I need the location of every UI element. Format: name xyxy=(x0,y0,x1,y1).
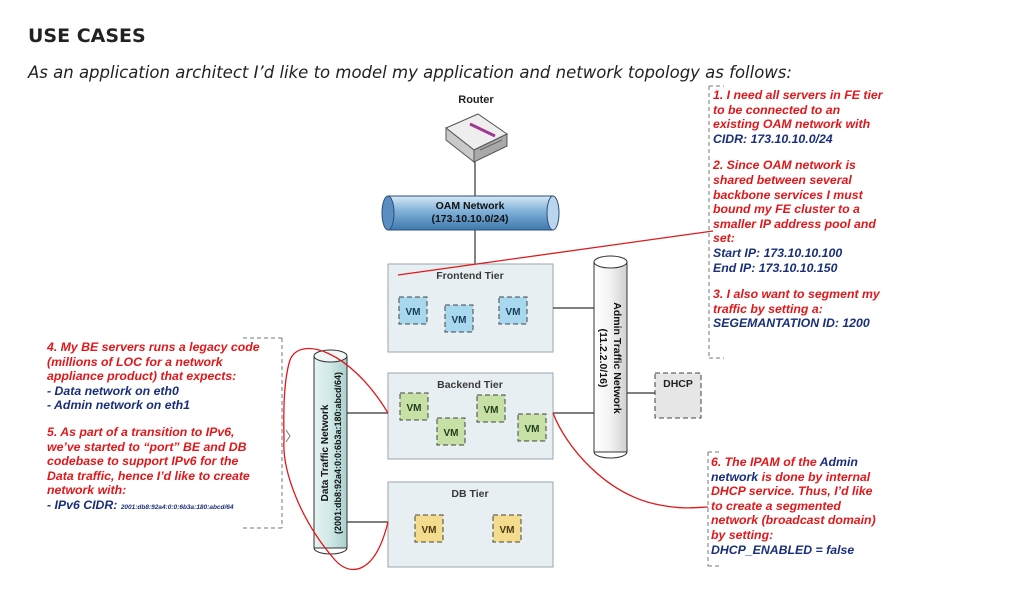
note-line: bound my FE cluster to a xyxy=(713,202,860,217)
note-line: appliance product) that expects: xyxy=(47,369,237,384)
note-line: to be connected to an xyxy=(713,102,841,117)
admin-network-pipe xyxy=(593,255,628,459)
router-label: Router xyxy=(458,94,494,106)
note-admin-requirements: 6. The IPAM of the Admin network is done… xyxy=(711,455,876,557)
note-line: - IPv6 CIDR: 2001:db8:92a4:0:0:6b3a:180:… xyxy=(47,498,260,516)
note-line: smaller IP address pool and xyxy=(713,216,876,231)
frontend-vm: VM xyxy=(444,304,474,333)
frontend-tier-label: Frontend Tier xyxy=(436,270,503,282)
note-frame-right-top xyxy=(708,85,724,359)
admin-network-cidr: (11.2.2.0/16) xyxy=(597,329,609,388)
svg-text:VM: VM xyxy=(407,403,422,414)
svg-text:VM: VM xyxy=(406,307,421,318)
router-icon xyxy=(445,113,508,164)
note-line: 2. Since OAM network is xyxy=(713,158,856,173)
oam-network-name: OAM Network xyxy=(436,200,505,212)
note-line: CIDR: 173.10.10.0/24 xyxy=(713,131,833,146)
note-line: by setting: xyxy=(711,527,774,542)
data-network-cidr: (2001:db8:92a4:0:0:6b3a:180:abcd/64) xyxy=(333,372,343,534)
dhcp-label: DHCP xyxy=(663,378,693,390)
note-line: set: xyxy=(713,231,735,246)
backend-vm: VM xyxy=(436,417,466,446)
backend-tier-label: Backend Tier xyxy=(437,379,503,391)
svg-text:VM: VM xyxy=(506,307,521,318)
note-oam-requirements: 1. I need all servers in FE tier to be c… xyxy=(713,88,883,331)
note-line: 1. I need all servers in FE tier xyxy=(713,88,883,102)
note-line: DHCP service. Thus, I’d like xyxy=(711,484,873,499)
svg-text:VM: VM xyxy=(500,525,515,536)
note-line: 5. As part of a transition to IPv6, xyxy=(47,424,235,439)
dhcp-server xyxy=(654,372,702,419)
note-frame-left xyxy=(243,337,283,529)
db-vm: VM xyxy=(492,514,522,543)
note-line: we’ve started to “port” BE and DB xyxy=(47,439,247,454)
svg-text:VM: VM xyxy=(452,315,467,326)
note-backend-requirements: 4. My BE servers runs a legacy code (mil… xyxy=(47,340,260,516)
backend-vm: VM xyxy=(399,392,429,421)
note-line: 3. I also want to segment my xyxy=(713,287,880,302)
svg-text:VM: VM xyxy=(422,525,437,536)
note-line: 6. The IPAM of the Admin xyxy=(711,455,858,469)
note-line: network is done by internal xyxy=(711,469,871,484)
note-line: codebase to support IPv6 for the xyxy=(47,454,239,469)
note-frame-right-bottom xyxy=(707,451,722,567)
note-line: traffic by setting a: xyxy=(713,301,823,316)
ipv6-cidr-value: 2001:db8:92a4:0:0:6b3a:180:abcd/64 xyxy=(120,503,234,511)
callout-backend-admin xyxy=(552,412,709,509)
frontend-vm: VM xyxy=(498,296,528,325)
note-line: to create a segmented xyxy=(711,498,841,513)
intro-text: As an application architect I’d like to … xyxy=(28,63,792,82)
note-line: existing OAM network with xyxy=(713,117,871,132)
callout-frontend xyxy=(397,230,714,276)
note-line: SEGEMANTATION ID: 1200 xyxy=(713,316,870,331)
note-line: backbone services I must xyxy=(713,187,863,202)
note-line: Start IP: 173.10.10.100 xyxy=(713,245,843,260)
svg-text:VM: VM xyxy=(484,405,499,416)
backend-vm: VM xyxy=(517,413,547,442)
note-line: (millions of LOC for a network xyxy=(47,354,223,369)
svg-text:VM: VM xyxy=(444,428,459,439)
note-line: network with: xyxy=(47,483,127,498)
note-line: End IP: 173.10.10.150 xyxy=(713,260,838,275)
note-line: - Data network on eth0 xyxy=(47,383,179,398)
backend-vm: VM xyxy=(476,394,506,423)
note-line: 4. My BE servers runs a legacy code xyxy=(47,340,260,354)
note-line: shared between several xyxy=(713,172,852,187)
frontend-vm: VM xyxy=(398,296,428,325)
note-line: - Admin network on eth1 xyxy=(47,398,191,413)
note-line: DHCP_ENABLED = false xyxy=(711,542,855,557)
callout-db-data xyxy=(283,439,389,571)
db-vm: VM xyxy=(414,514,444,543)
callout-backend-data xyxy=(283,347,389,441)
db-tier-label: DB Tier xyxy=(451,488,488,500)
oam-network-pipe xyxy=(381,195,560,231)
admin-network-name: Admin Traffic Network xyxy=(611,302,623,414)
data-network-name: Data Traffic Network xyxy=(320,404,331,501)
note-frame-left-tick xyxy=(285,429,291,443)
ipv6-cidr-label: - IPv6 CIDR: xyxy=(47,497,118,512)
svg-text:VM: VM xyxy=(525,424,540,435)
note-line: Data traffic, hence I’d like to create xyxy=(47,468,250,483)
note-line: network (broadcast domain) xyxy=(711,513,876,528)
oam-network-cidr: (173.10.10.0/24) xyxy=(431,213,508,225)
heading: USE CASES xyxy=(28,25,146,47)
